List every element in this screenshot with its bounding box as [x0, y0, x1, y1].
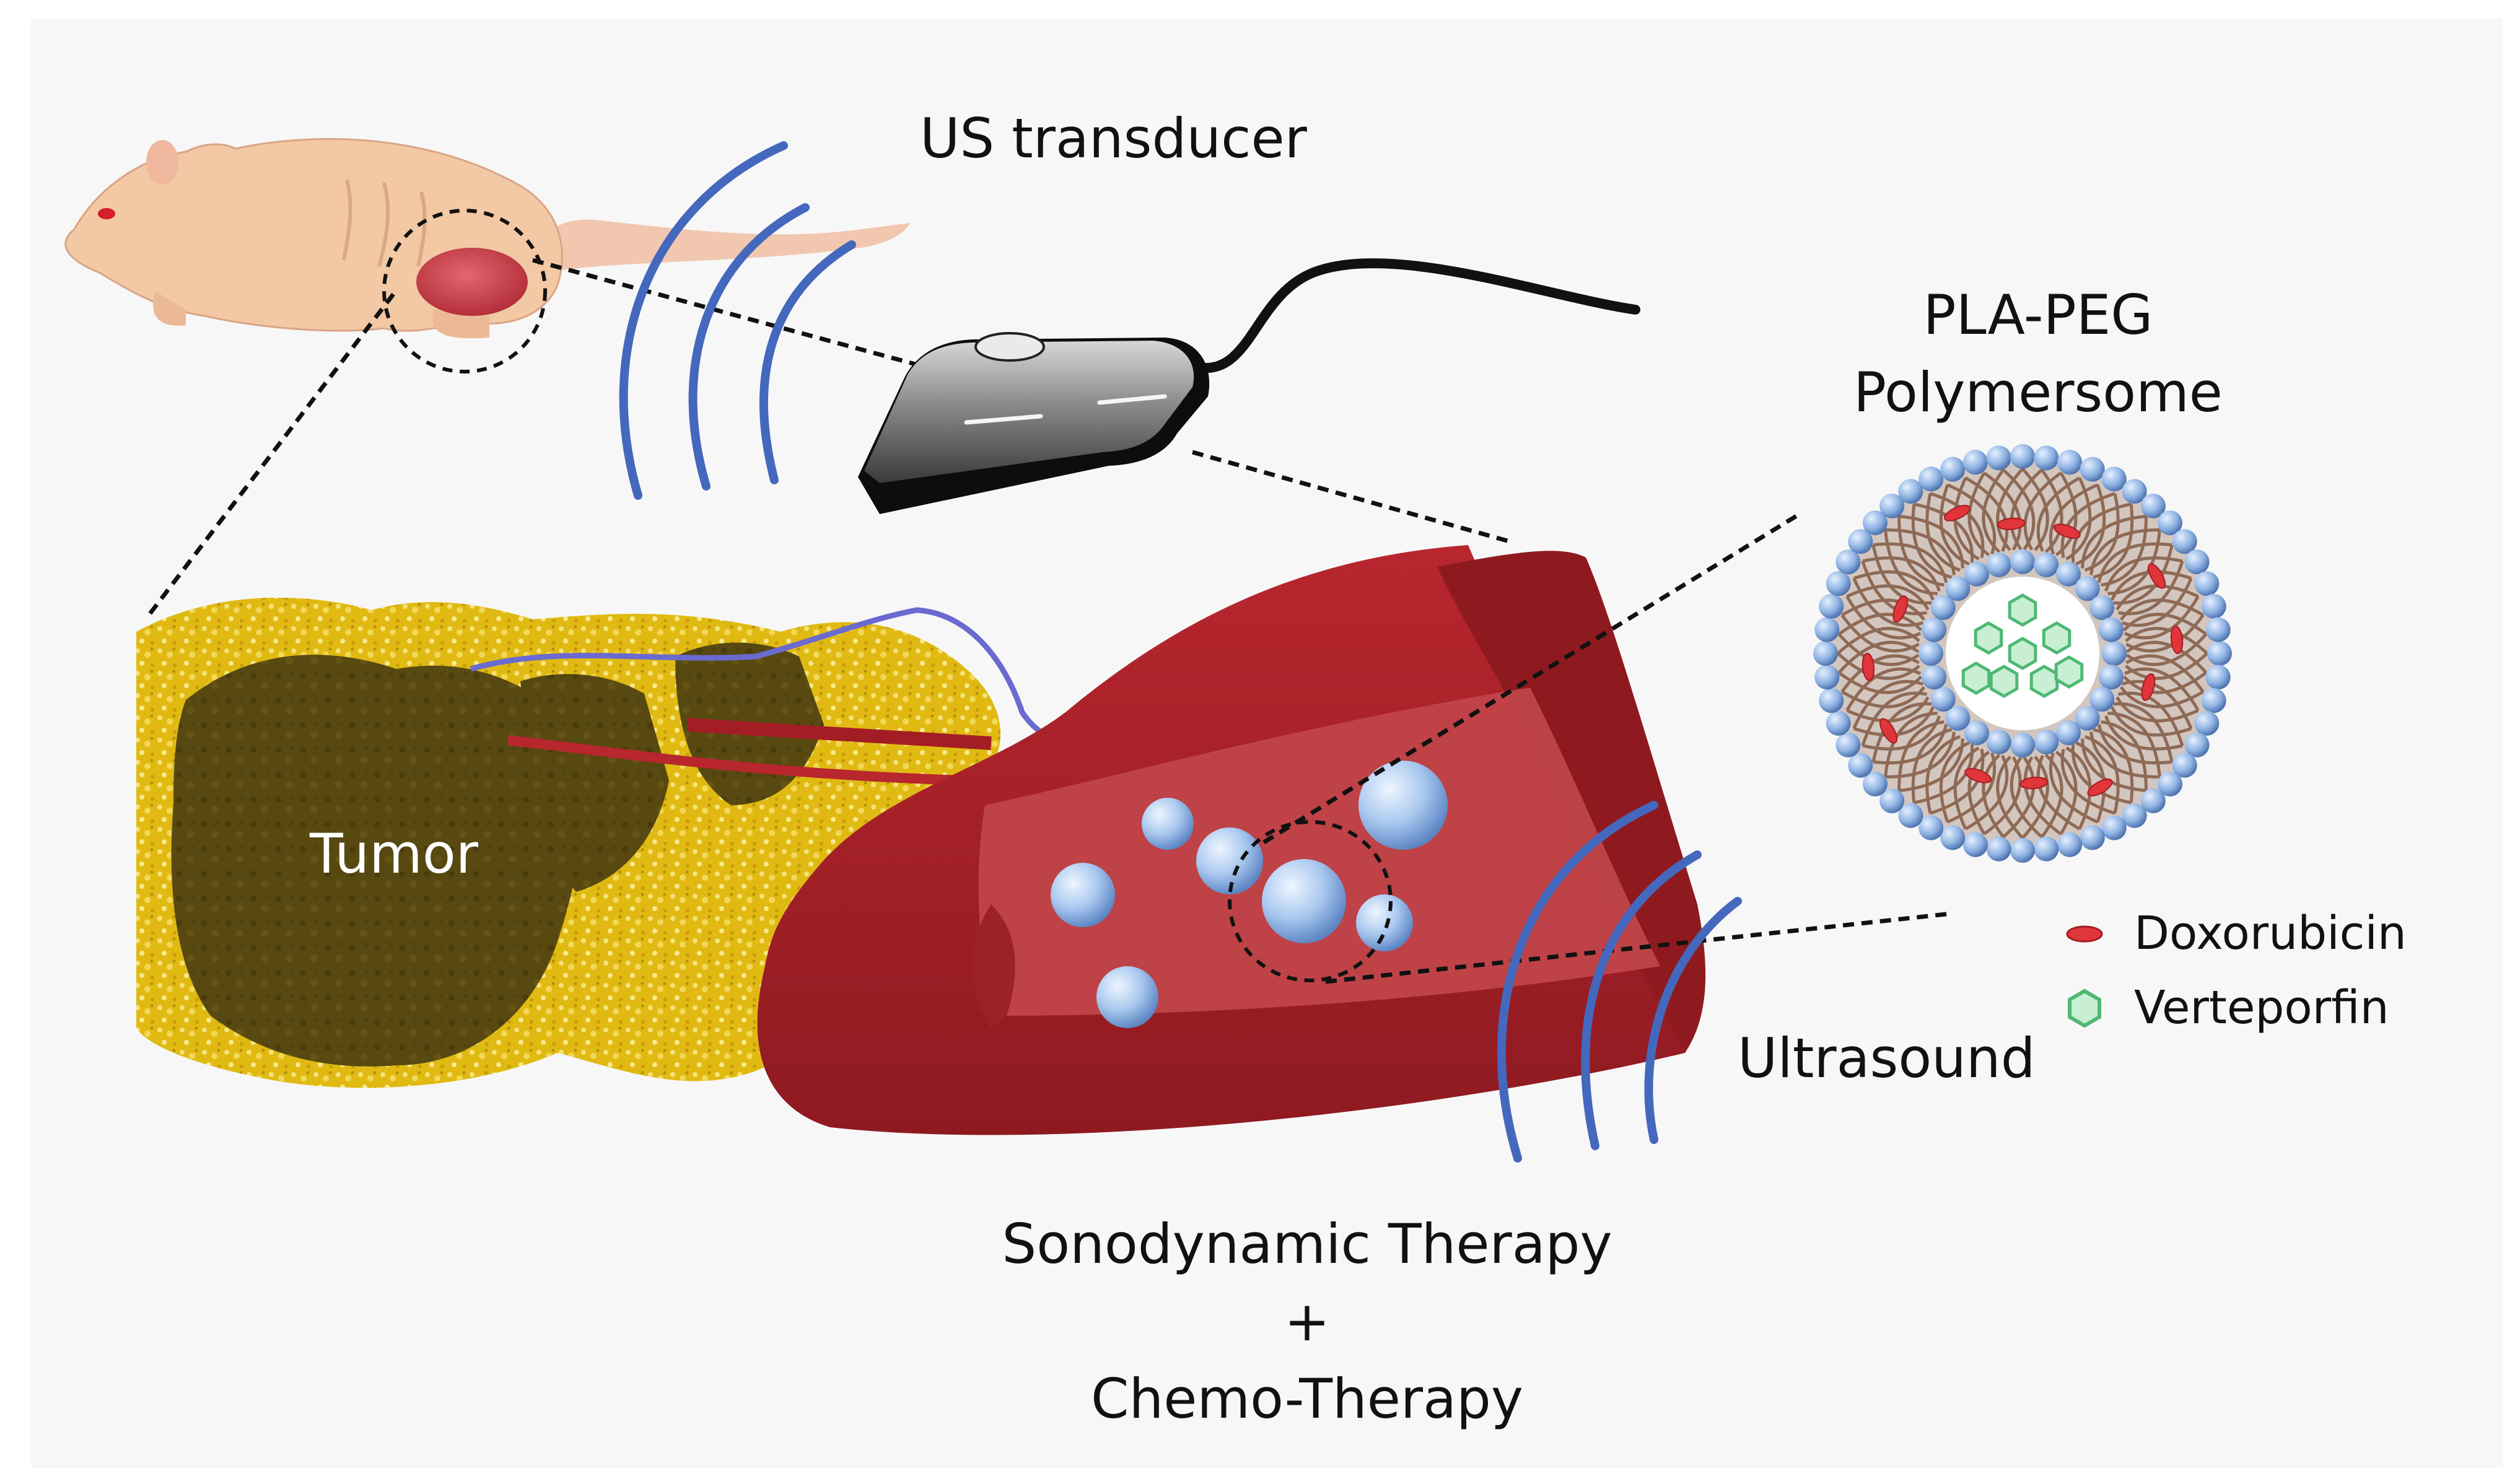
probe-body: [864, 341, 1194, 483]
ultrasound-label: Ultrasound: [1738, 1026, 2036, 1090]
mouse-hind-leg: [432, 310, 489, 339]
transducer-waves: [619, 141, 856, 500]
mouse-tumor: [416, 248, 528, 316]
zoom-line-polymersome-top: [1262, 512, 1801, 844]
zoom-line-top: [532, 258, 955, 377]
mouse-illustration: [64, 137, 911, 373]
verteporfin-icon: [2068, 989, 2101, 1028]
blue-vessel: [470, 607, 1078, 749]
mouse-tail: [533, 219, 911, 273]
legend-doxorubicin-label: Doxorubicin: [2134, 907, 2407, 960]
probe-cable: [1184, 258, 1640, 373]
legend-verteporfin-label: Verteporfin: [2134, 981, 2389, 1034]
tumor-label: Tumor: [310, 822, 478, 886]
polymersome-title-line1: PLA-PEG: [1923, 283, 2153, 347]
polymersome-cross-section: [1813, 444, 2232, 863]
ultrasound-probe: [858, 258, 1640, 514]
therapy-line3: Chemo-Therapy: [1091, 1367, 1523, 1431]
tumor-highlight-circle: [382, 209, 547, 373]
doxorubicin-icon: [2066, 925, 2103, 943]
zoom-line-polymersome-bottom: [1325, 911, 1952, 984]
small-vessel-1: [507, 735, 967, 785]
polymersome-title-line2: Polymersome: [1853, 360, 2223, 424]
mouse-eye: [98, 208, 115, 219]
therapy-line1: Sonodynamic Therapy: [1002, 1212, 1612, 1276]
mouse-ear: [146, 140, 178, 185]
ultrasound-waves: [1497, 801, 1742, 1163]
small-vessel-2: [687, 718, 992, 750]
us-transducer-label: US transducer: [920, 107, 1307, 170]
zoom-line-left: [144, 292, 395, 621]
vessel-lumen: [978, 687, 1660, 1016]
polymersome-particles: [1051, 761, 1448, 1028]
therapy-line2: +: [1284, 1290, 1330, 1353]
particle-highlight-circle: [1228, 820, 1393, 982]
mouse-front-leg: [153, 291, 186, 326]
